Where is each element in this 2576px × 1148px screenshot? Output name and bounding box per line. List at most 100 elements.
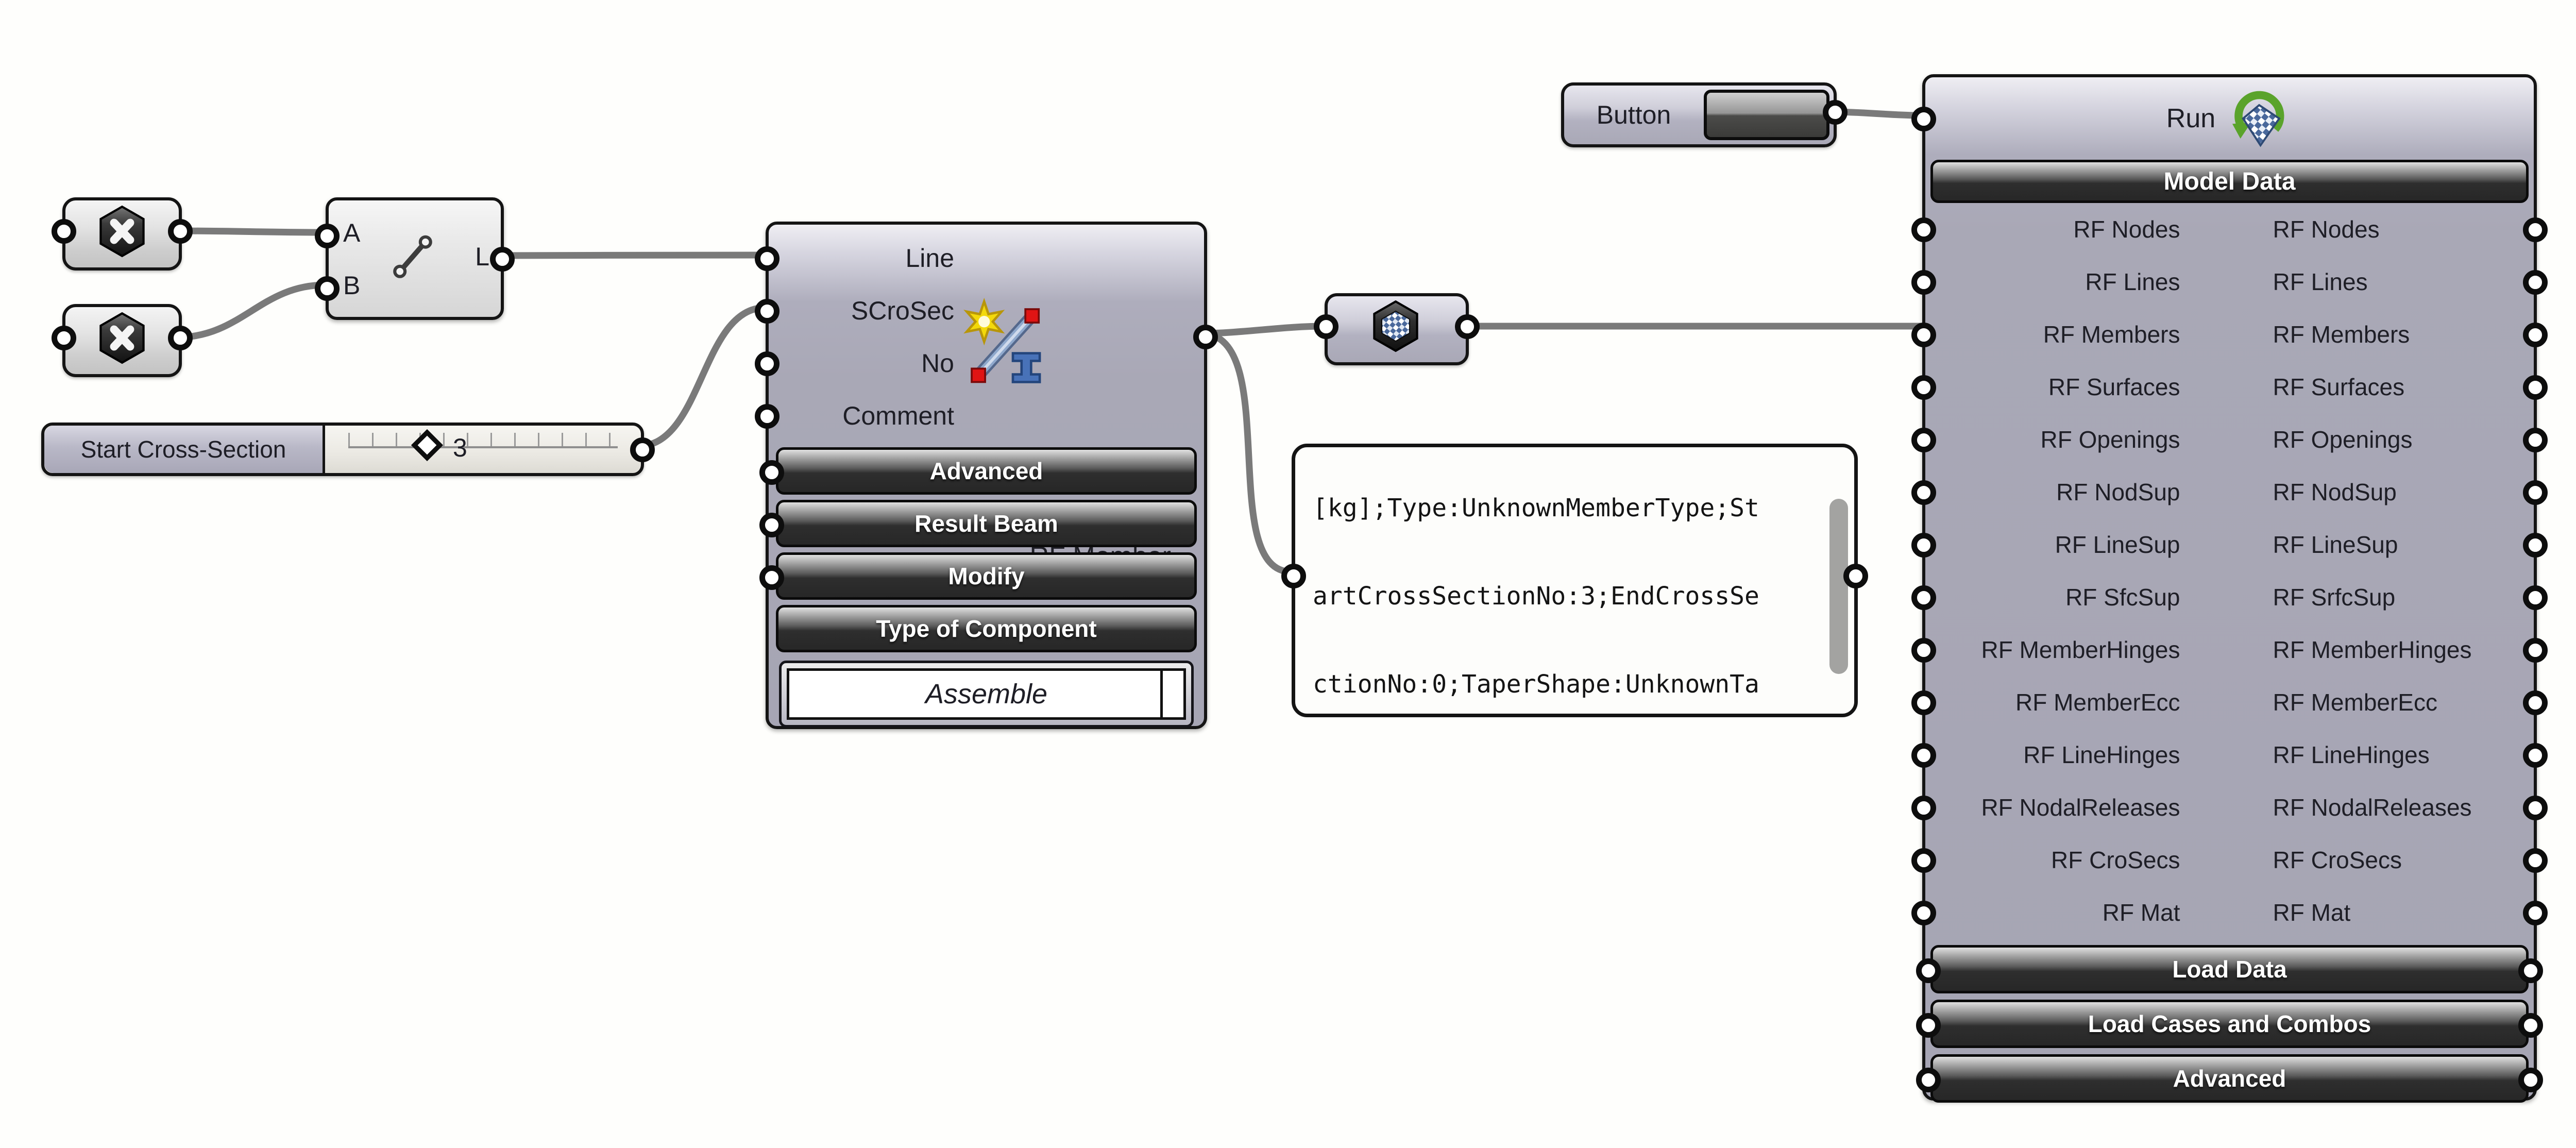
run-component[interactable]: Run Model Data R: [1911, 74, 2548, 1103]
row-rf-surfaces: RF Surfaces RF Surfaces: [1911, 361, 2548, 413]
output-socket[interactable]: [2523, 270, 2548, 295]
section-bar-load-data[interactable]: Load Data: [1916, 945, 2543, 993]
run-input-socket[interactable]: [1911, 107, 1936, 131]
output-socket[interactable]: [168, 326, 193, 350]
output-socket[interactable]: [168, 219, 193, 244]
section-bar-load-cases-and-combos[interactable]: Load Cases and Combos: [1916, 1000, 2543, 1048]
section-input-socket[interactable]: [1916, 1068, 1941, 1092]
point-param-2[interactable]: [52, 304, 193, 377]
output-socket[interactable]: [2523, 743, 2548, 768]
input-socket[interactable]: [1911, 323, 1936, 347]
output-socket[interactable]: [2523, 428, 2548, 452]
output-socket[interactable]: [2523, 323, 2548, 347]
input-label-scrosec: SCroSec: [851, 296, 954, 325]
output-socket[interactable]: [1843, 564, 1868, 588]
section-socket-advanced[interactable]: [759, 460, 784, 485]
input-socket[interactable]: [1911, 848, 1936, 873]
rf-member-component[interactable]: Line SCroSec No Comment: [755, 222, 1218, 729]
input-socket[interactable]: [1911, 270, 1936, 295]
section-socket-modify[interactable]: [759, 565, 784, 590]
row-rf-linehinges: RF LineHinges RF LineHinges: [1911, 729, 2548, 781]
start-cross-section-slider[interactable]: Start Cross-Section 3: [41, 423, 655, 476]
section-input-socket[interactable]: [1916, 1013, 1941, 1038]
output-socket[interactable]: [2523, 480, 2548, 505]
output-socket[interactable]: [2523, 638, 2548, 663]
input-socket[interactable]: [1911, 533, 1936, 558]
type-dropdown[interactable]: Assemble: [779, 661, 1194, 728]
section-input-socket[interactable]: [1916, 958, 1941, 983]
output-label-l: L: [475, 242, 489, 271]
section-output-socket[interactable]: [2518, 1013, 2543, 1038]
output-socket[interactable]: [2523, 533, 2548, 558]
section-bar-advanced[interactable]: Advanced: [759, 447, 1197, 495]
wire[interactable]: [634, 304, 769, 450]
input-socket-b[interactable]: [315, 276, 340, 301]
input-row-no: No: [755, 337, 1204, 390]
text-panel[interactable]: [kg];Type:UnknownMemberType;St artCrossS…: [1281, 444, 1868, 717]
input-socket[interactable]: [1911, 901, 1936, 925]
input-socket-comment[interactable]: [755, 404, 779, 429]
output-socket[interactable]: [630, 437, 655, 462]
input-socket[interactable]: [1911, 796, 1936, 820]
wire[interactable]: [1197, 323, 1328, 337]
input-socket-a[interactable]: [315, 224, 340, 248]
row-rf-nodalreleases: RF NodalReleases RF NodalReleases: [1911, 781, 2548, 834]
input-socket[interactable]: [1314, 314, 1338, 339]
input-socket[interactable]: [1911, 375, 1936, 400]
slider-name-label: Start Cross-Section: [44, 426, 325, 473]
section-socket-result-beam[interactable]: [759, 513, 784, 537]
output-socket[interactable]: [2523, 217, 2548, 242]
wire[interactable]: [172, 227, 329, 236]
section-bar-type-of-component[interactable]: Type of Component: [776, 605, 1197, 652]
input-socket[interactable]: [1911, 638, 1936, 663]
x-hexagon-icon: [95, 205, 149, 261]
member-wizard-icon: [958, 296, 1054, 394]
wire[interactable]: [1197, 330, 1295, 576]
section-bar-model-data[interactable]: Model Data: [1930, 160, 2529, 203]
rf-member-param[interactable]: [1314, 293, 1480, 365]
push-button[interactable]: [1704, 90, 1829, 140]
run-title-row: Run: [1911, 77, 2534, 160]
output-socket-l[interactable]: [490, 247, 515, 272]
input-socket[interactable]: [1911, 217, 1936, 242]
output-socket[interactable]: [2523, 690, 2548, 715]
input-socket[interactable]: [1911, 585, 1936, 610]
input-label-a: A: [343, 218, 361, 247]
output-socket[interactable]: [1455, 314, 1480, 339]
input-row-scrosec: SCroSec: [755, 284, 1204, 337]
input-socket-no[interactable]: [755, 351, 779, 376]
output-socket[interactable]: [2523, 848, 2548, 873]
input-socket[interactable]: [1911, 428, 1936, 452]
output-socket[interactable]: [2523, 375, 2548, 400]
section-bar-result-beam[interactable]: Result Beam: [759, 500, 1197, 547]
input-socket[interactable]: [52, 219, 76, 244]
input-socket[interactable]: [52, 326, 76, 350]
section-bar-modify[interactable]: Modify: [759, 552, 1197, 600]
section-output-socket[interactable]: [2518, 1068, 2543, 1092]
dropdown-arrow-strip[interactable]: [1160, 671, 1183, 717]
wire[interactable]: [494, 251, 769, 259]
output-socket[interactable]: [2523, 796, 2548, 820]
input-socket-scrosec[interactable]: [755, 299, 779, 324]
output-socket[interactable]: [1823, 100, 1848, 125]
section-output-socket[interactable]: [2518, 958, 2543, 983]
section-bar-advanced[interactable]: Advanced: [1916, 1054, 2543, 1103]
input-socket[interactable]: [1911, 743, 1936, 768]
input-socket[interactable]: [1911, 480, 1936, 505]
panel-scrollbar[interactable]: [1829, 499, 1848, 674]
row-rf-members: RF Members RF Members: [1911, 308, 2548, 361]
output-socket[interactable]: [2523, 585, 2548, 610]
line-component[interactable]: A B L: [315, 197, 515, 320]
slider-track[interactable]: 3: [325, 426, 641, 473]
input-socket-line[interactable]: [755, 246, 779, 271]
output-socket-rf-member[interactable]: [1193, 325, 1218, 349]
input-socket[interactable]: [1911, 690, 1936, 715]
input-socket[interactable]: [1281, 564, 1306, 588]
wire[interactable]: [172, 281, 329, 341]
slider-ruler: [348, 433, 618, 448]
point-param-1[interactable]: [52, 197, 193, 271]
panel-line: [kg];Type:UnknownMemberType;St: [1313, 494, 1759, 522]
button-component[interactable]: Button: [1561, 82, 1848, 147]
output-socket[interactable]: [2523, 901, 2548, 925]
